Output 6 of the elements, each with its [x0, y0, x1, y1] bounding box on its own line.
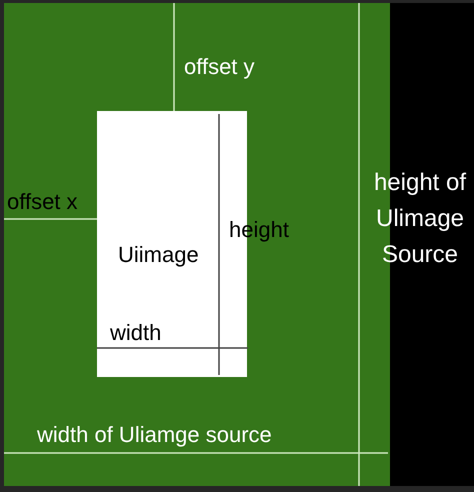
dimension-label: offset x	[7, 189, 78, 215]
dimension-label: width of Uliamge source	[37, 422, 272, 448]
image-label: Uiimage	[118, 242, 199, 268]
dimension-label: height of Ulimage Source	[372, 168, 468, 270]
dimension-label: offset y	[184, 54, 255, 80]
dimension-label: width	[110, 320, 162, 346]
